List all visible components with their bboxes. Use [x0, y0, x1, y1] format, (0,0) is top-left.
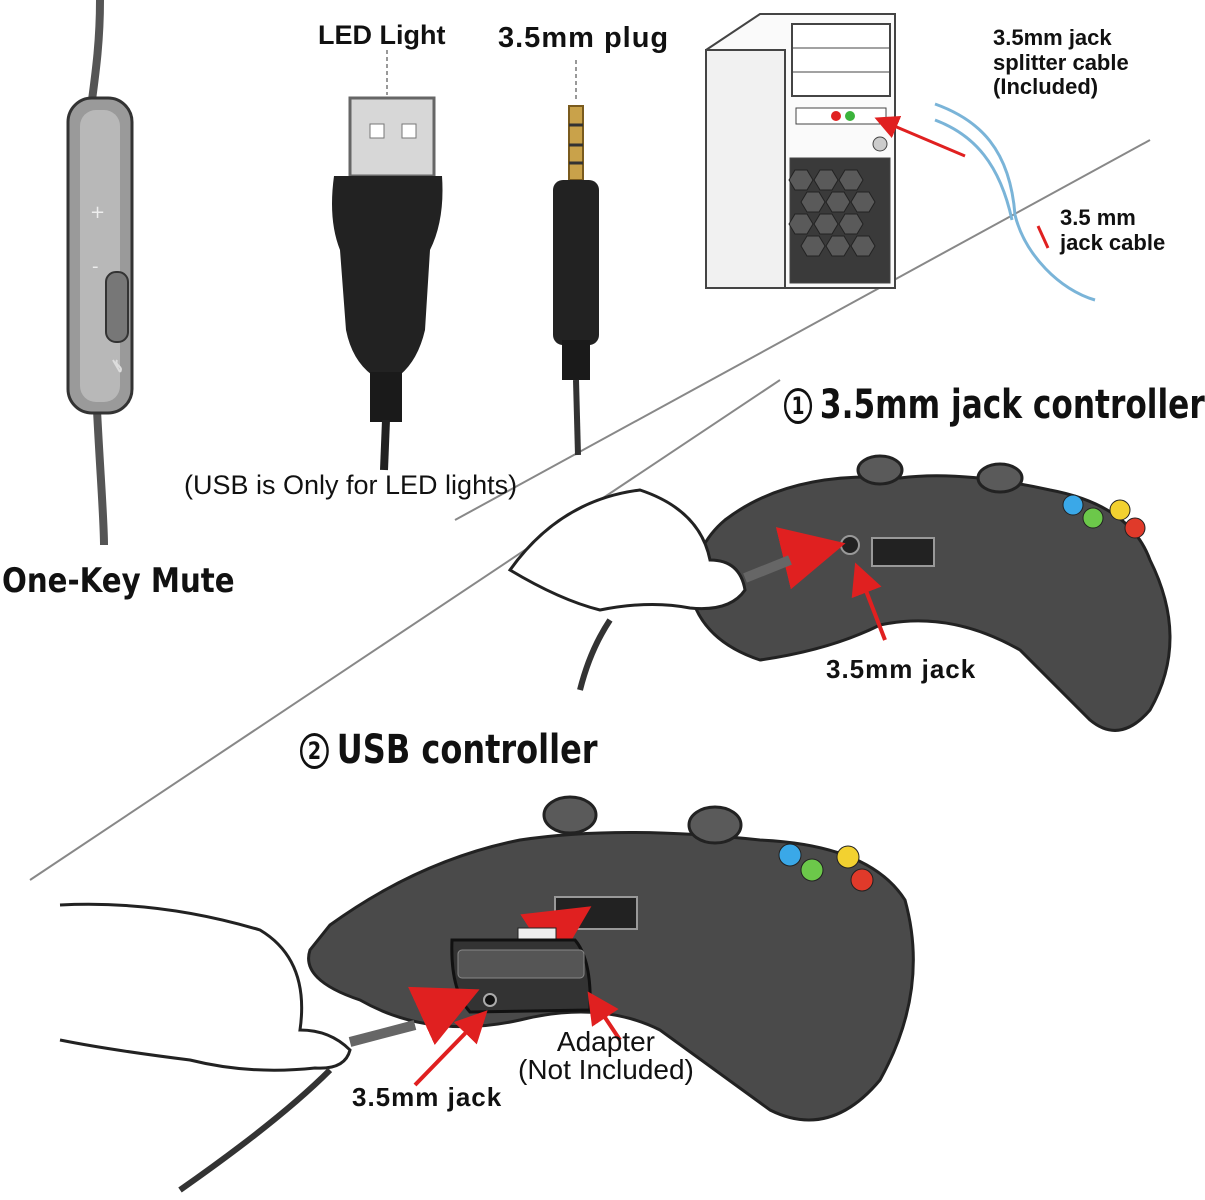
pc-tower-icon	[705, 13, 966, 289]
splitter-label: 3.5mm jack splitter cable (Included)	[993, 25, 1129, 100]
jack1-label: 3.5mm jack	[826, 654, 977, 684]
inline-remote-icon: + -	[66, 0, 134, 546]
jack-cable-label: 3.5 mm jack cable	[1060, 205, 1165, 256]
one-key-mute-label: One-Key Mute	[2, 561, 235, 601]
plug-label: 3.5mm plug	[498, 22, 670, 54]
gamepad-icon	[688, 454, 1172, 732]
led-light-label: LED Light	[318, 20, 446, 50]
hand-icon-2	[59, 902, 417, 1193]
svg-text:-: -	[92, 256, 99, 277]
jack-cable-line-2: jack cable	[1060, 230, 1166, 256]
splitter-line-3: (Included)	[993, 74, 1099, 100]
splitter-cable-icon	[934, 102, 1096, 302]
headset-adapter-icon	[408, 927, 622, 1087]
number-badge-2: 2	[300, 733, 329, 769]
splitter-line-1: 3.5mm jack	[993, 25, 1112, 50]
jack2-label: 3.5mm jack	[352, 1082, 503, 1112]
gamepad-icon-usb	[307, 795, 915, 1122]
divider-line-upper	[454, 139, 1151, 521]
usb-note-label: (USB is Only for LED lights)	[184, 470, 518, 500]
adapter-line-1: Adapter	[556, 1026, 655, 1057]
jack-cable-line-1: 3.5 mm	[1060, 205, 1136, 230]
controller2-title: USB controller	[336, 727, 598, 773]
audio-plug-icon	[553, 60, 599, 456]
svg-text:+: +	[90, 202, 105, 223]
usb-plug-icon	[332, 50, 443, 471]
divider-line-lower	[29, 379, 781, 881]
controller1-title: 3.5mm jack controller	[819, 382, 1205, 428]
adapter-line-2: (Not Included)	[518, 1054, 694, 1085]
hand-icon	[507, 488, 792, 691]
adapter-label: Adapter (Not Included)	[518, 1028, 694, 1084]
splitter-line-2: splitter cable	[993, 49, 1129, 75]
number-badge-1: 1	[784, 388, 813, 424]
